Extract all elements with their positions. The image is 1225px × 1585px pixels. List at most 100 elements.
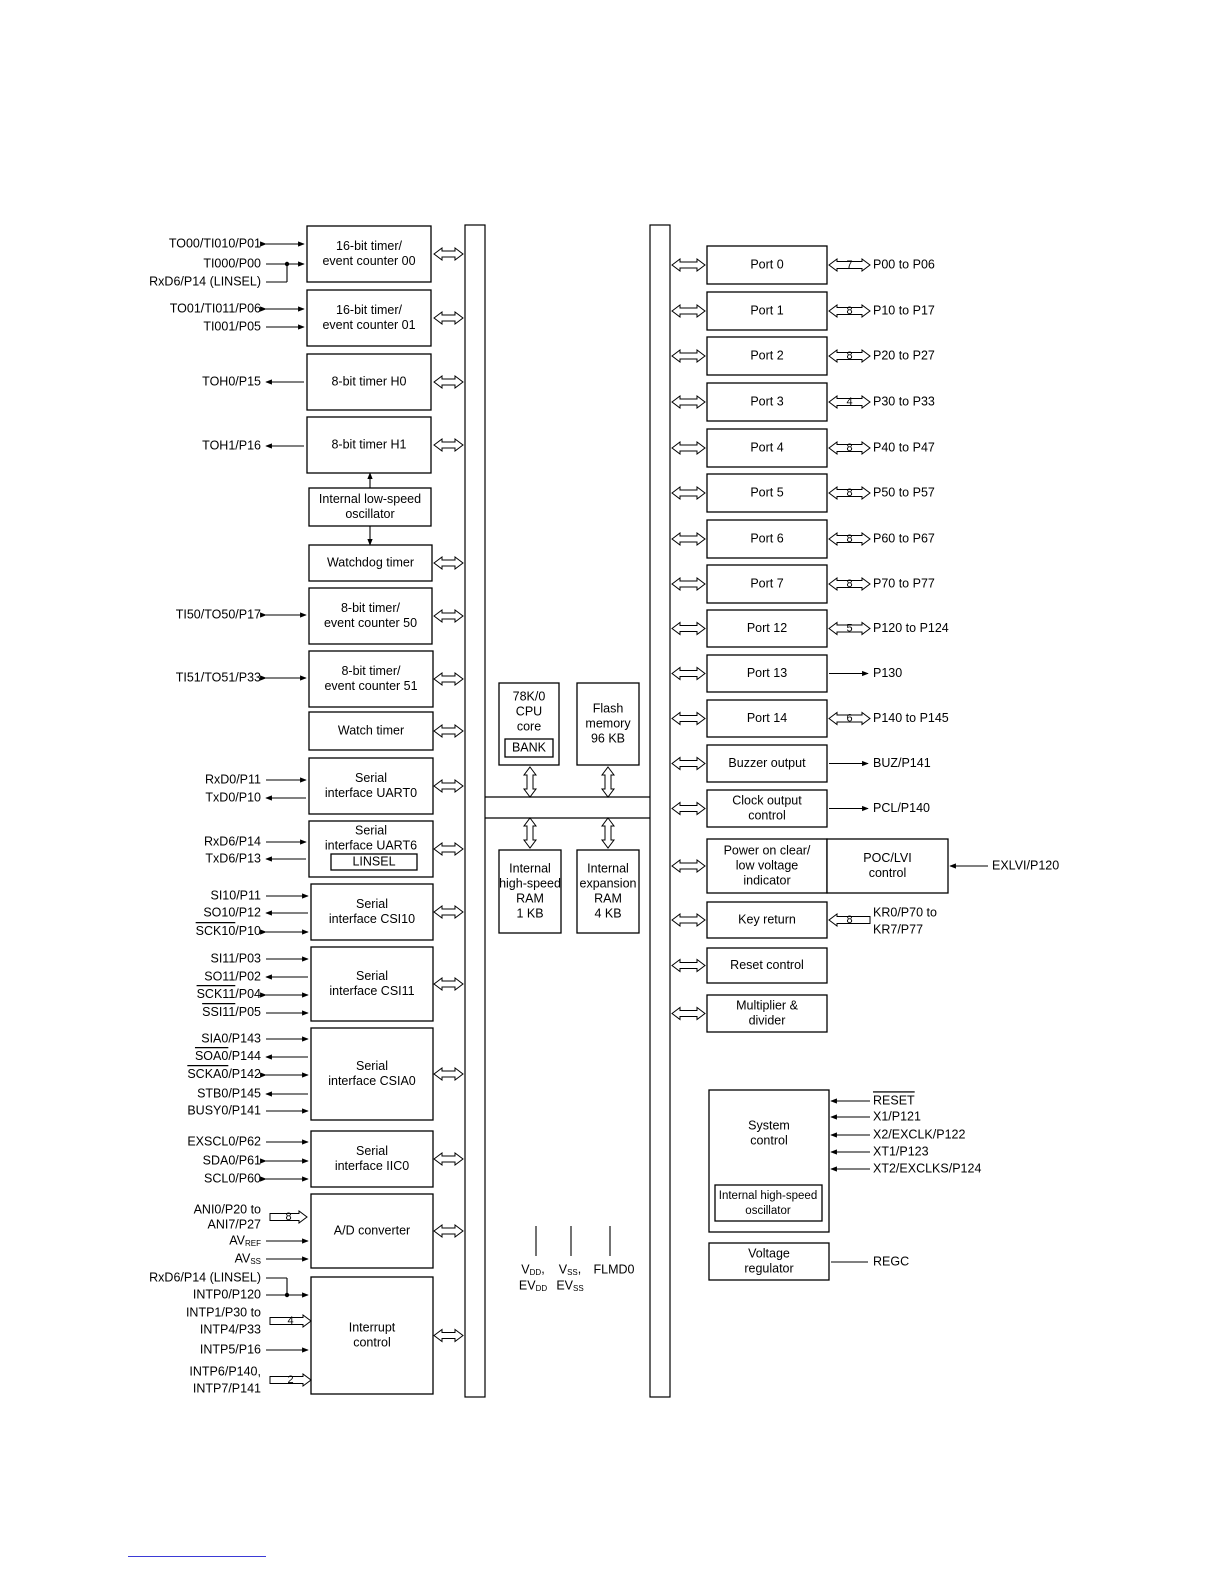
signal-label: SI11/P03: [210, 951, 261, 965]
block-kr-label: Key return: [738, 912, 796, 926]
bus-arrow-adc: [433, 1224, 464, 1238]
bus-width-arrow: 8: [828, 913, 871, 927]
signal-label: RxD0/P11: [205, 772, 261, 786]
pin-label: P130: [873, 666, 902, 680]
block-buz-label: Buzzer output: [728, 756, 806, 770]
bus-arrow-uart0: [433, 779, 464, 793]
signal-11: RxD6/P14: [204, 834, 307, 848]
bus-width-number: 8: [846, 533, 852, 545]
block-p4-label: Port 4: [750, 440, 783, 454]
bus-arrow-tm50: [433, 609, 464, 623]
block-tm51: [308, 650, 434, 708]
pin-label: XT2/EXCLKS/P124: [873, 1161, 981, 1175]
ram-high-speed-label: 1 KB: [516, 906, 543, 920]
block-rst-label: Reset control: [730, 958, 804, 972]
bus-arrow-csi11: [433, 977, 464, 991]
pin-label: X1/P121: [873, 1109, 921, 1123]
bus-arrow-p7: [671, 577, 706, 591]
ram-high-speed-label: Internal: [509, 861, 551, 875]
bus-arrow-mul: [671, 1006, 706, 1021]
high-speed-oscillator: [714, 1184, 823, 1222]
signal-0: TO00/TI010/P01: [169, 236, 305, 250]
ram-expansion: [576, 849, 640, 934]
label-text: interface UART6: [325, 838, 417, 852]
block-wt-label: Watch timer: [338, 723, 404, 737]
block-pcl-label: Clock output: [732, 793, 802, 807]
signal-label: SOA0/P144: [195, 1049, 261, 1063]
block-tm50: 8-bit timer/event counter 50: [308, 587, 464, 645]
power-pin-label: EVSS: [556, 1278, 583, 1293]
block-tm00-label: event counter 00: [322, 254, 415, 268]
block-uart0-label: interface UART0: [325, 786, 417, 800]
block-tm50-label: 8-bit timer/: [341, 601, 401, 615]
pin-label: P10 to P17: [873, 303, 935, 317]
signal-8: TI51/TO51/P33: [176, 670, 307, 684]
pin-label: EXLVI/P120: [992, 858, 1059, 872]
pin-label: P120 to P124: [873, 621, 949, 635]
signal-label: INTP5/P16: [200, 1342, 261, 1356]
bus-width-arrow: 8: [269, 1210, 308, 1224]
bus-width-number: 8: [846, 350, 852, 362]
block-pcl: [706, 789, 828, 828]
block-uart0: [308, 757, 434, 815]
bus-arrow-p2: [671, 349, 706, 363]
signal-23: STB0/P145: [197, 1086, 308, 1100]
bus-arrow-p13: [671, 666, 706, 681]
signal-label: ANI7/P27: [207, 1217, 261, 1231]
signal-17: SO11/P02: [204, 969, 308, 983]
signal-label: TO01/TI011/P06: [170, 301, 261, 315]
block-tm00-label: 16-bit timer/: [336, 239, 403, 253]
signal-label: INTP0/P120: [193, 1287, 261, 1301]
bus-width-arrow: 8: [828, 532, 871, 546]
label-text: core: [517, 719, 541, 733]
block-p13: [706, 654, 828, 693]
signal-14: SO10/P12: [203, 905, 308, 919]
ram-high-speed: [498, 849, 562, 934]
ram-expansion-label: RAM: [594, 891, 622, 905]
signal-label: SCK10/P10: [196, 924, 261, 938]
signal-label: TO00/TI010/P01: [169, 236, 261, 250]
bank-box: [504, 738, 554, 758]
signal-31: AVSS: [235, 1251, 309, 1266]
block-uart0-label: Serial: [355, 771, 387, 785]
block-poc-label: Power on clear/: [724, 843, 811, 857]
block-csi11-label: Serial: [356, 969, 388, 983]
signal-27: SCL0/P60: [204, 1171, 309, 1185]
signal-13: SI10/P11: [210, 888, 309, 902]
block-rst: Reset control: [671, 947, 828, 984]
bus-width-arrow: 4: [828, 395, 871, 409]
block-intc-label: Interrupt: [349, 1320, 396, 1334]
linsel-box: [330, 853, 418, 871]
block-csia0: [310, 1027, 434, 1121]
signal-label: SO10/P12: [203, 905, 261, 919]
pin-label: PCL/P140: [873, 801, 930, 815]
bus-width-number: 7: [846, 259, 852, 271]
signal-label: INTP6/P140,: [189, 1364, 261, 1378]
signal-label: SO11/P02: [204, 969, 261, 983]
signal-label: TxD0/P10: [205, 790, 261, 804]
power-pin-label: VDD,: [521, 1262, 544, 1277]
bus-arrow-p3: [671, 395, 706, 409]
footer-link-underline: [128, 1556, 266, 1557]
signal-label: RxD6/P14: [204, 834, 261, 848]
signal-20: SIA0/P143: [201, 1031, 309, 1045]
block-th1: [306, 416, 432, 474]
ram-hs-bus-arrow: [523, 817, 537, 849]
signal-28: ANI0/P20 to: [194, 1202, 261, 1216]
block-p3-label: Port 3: [750, 394, 783, 408]
bank-label: BANK: [512, 740, 547, 754]
block-tm50-label: event counter 50: [324, 616, 417, 630]
block-th0: 8-bit timer H0: [306, 353, 464, 411]
